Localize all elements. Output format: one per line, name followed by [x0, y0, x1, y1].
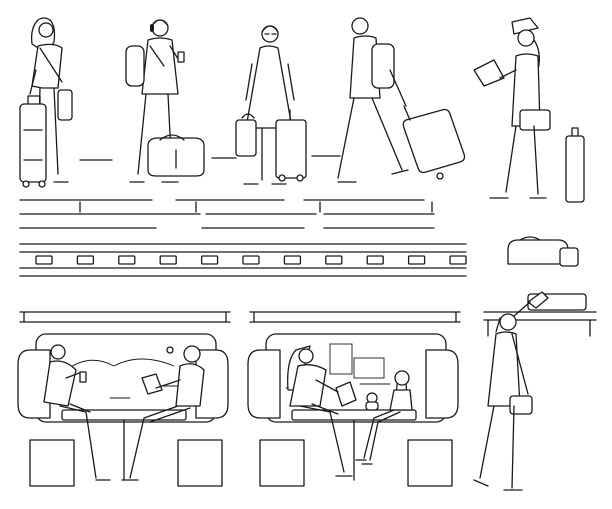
platform-edge	[19, 199, 435, 229]
rail-sleeper	[407, 255, 426, 265]
train-compartment-2	[247, 311, 461, 487]
train-compartment-1	[17, 311, 231, 487]
rail-sleeper	[118, 255, 136, 265]
rail-sleeper	[366, 255, 384, 265]
luggage-bag-object	[507, 236, 579, 267]
rail-sleeper	[242, 255, 260, 265]
man-with-trolley-figure	[337, 17, 466, 183]
rail-sleeper	[200, 255, 219, 265]
rail-sleeper	[325, 255, 343, 265]
passenger-loading-shelf-figure	[473, 291, 597, 491]
rail-sleeper	[449, 255, 467, 265]
man-with-headphones-figure	[125, 19, 205, 183]
rail-sleeper	[76, 255, 95, 265]
rail-sleepers	[35, 255, 467, 265]
woman-with-suitcase-figure	[19, 17, 73, 188]
rail-sleeper	[159, 255, 177, 265]
conductor-reading-figure	[473, 17, 585, 203]
railway-track	[19, 243, 467, 277]
rail-sleeper	[283, 255, 302, 265]
woman-in-dress-figure	[235, 25, 307, 185]
rail-sleeper	[35, 255, 53, 265]
